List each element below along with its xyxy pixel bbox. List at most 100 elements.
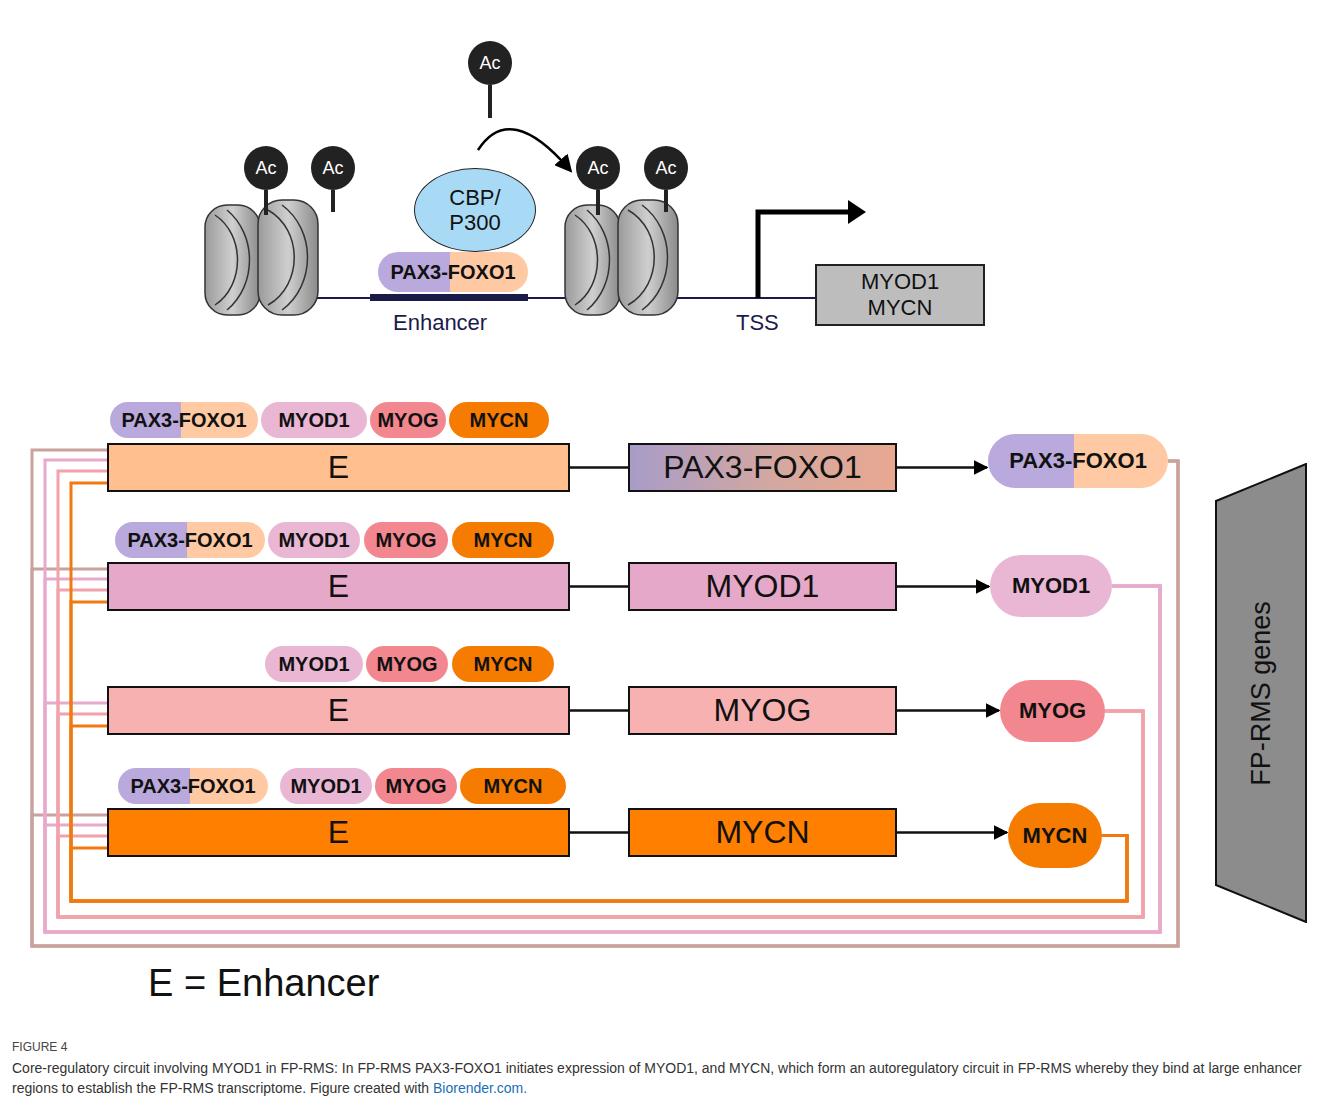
node-text: MYOD1 [278, 653, 349, 676]
link-line [570, 831, 628, 834]
node-text: MYCN [1023, 823, 1088, 849]
enhancer-box: E [107, 808, 570, 857]
protein-pill: MYCN [452, 646, 554, 682]
credit-text: Figure created with [310, 1080, 429, 1096]
enhancer-box: E [107, 686, 570, 735]
caption-block: Core-regulatory circuit involving MYOD1 … [12, 1058, 1312, 1099]
link-line [570, 709, 628, 712]
caption-text: Core-regulatory circuit involving MYOD1 … [12, 1060, 1302, 1096]
node-text: PAX3-FOXO1 [1009, 448, 1147, 474]
acetyl-mark: Ac [311, 146, 355, 190]
node-text: Ac [479, 53, 500, 74]
feedback-line [58, 711, 1143, 917]
protein-pill: MYOG [370, 402, 446, 438]
node-text: MYOD1 [278, 529, 349, 552]
acetyl-mark: Ac [244, 146, 288, 190]
feedback-line [45, 460, 1160, 932]
gene-box: MYOD1 [628, 562, 897, 611]
acetyl-mark: Ac [644, 146, 688, 190]
node-text: Ac [255, 158, 276, 179]
feedback-line [45, 579, 1160, 932]
node-text: MYCN [715, 814, 809, 851]
protein-pill: MYOD1 [261, 402, 367, 438]
node-text: MYOD1 [1012, 573, 1090, 599]
protein-pill: MYCN [449, 402, 549, 438]
expression-arrow [897, 709, 999, 712]
expression-arrow [897, 585, 989, 588]
gene-box: PAX3-FOXO1 [628, 443, 897, 492]
node-text: MYOG [714, 692, 812, 729]
feedback-line [71, 483, 1127, 901]
protein-pill: MYOD1 [280, 768, 372, 804]
node-text: MYOD1 [290, 775, 361, 798]
feedback-line [32, 450, 1178, 946]
feedback-line [58, 590, 1143, 917]
protein-pill: MYCN [452, 522, 554, 558]
protein-pill: MYOD1 [990, 555, 1112, 617]
protein-pill: MYOG [375, 768, 457, 804]
feedback-line [71, 726, 1127, 901]
protein-pill: PAX3-FOXO1 [115, 522, 265, 558]
feedback-line [58, 471, 1143, 917]
acetyl-mark: Ac [576, 146, 620, 190]
node-text: E [328, 568, 349, 605]
enhancer-bar [370, 294, 528, 301]
feedback-line [45, 586, 1160, 932]
figure-number: FIGURE 4 [12, 1040, 67, 1054]
tss-arrow-head [848, 200, 866, 224]
enhancer-box: E [107, 562, 570, 611]
protein-pill: MYOD1 [265, 646, 363, 682]
node-text: MYOD1 MYCN [850, 269, 950, 322]
node-text: MYCN [470, 409, 529, 432]
node-text: PAX3-FOXO1 [127, 529, 252, 552]
node-text: E [328, 814, 349, 851]
feedback-line [58, 711, 1143, 917]
node-text: E [328, 449, 349, 486]
protein-pill: PAX3-FOXO1 [118, 768, 268, 804]
gene-box: MYOD1 MYCN [815, 264, 985, 326]
feedback-line [32, 461, 1178, 946]
node-text: PAX3-FOXO1 [130, 775, 255, 798]
link-line [570, 585, 628, 588]
node-text: FP-RMS genes [1246, 601, 1277, 786]
credit-link: Biorender.com. [433, 1080, 527, 1096]
node-text: Ac [655, 158, 676, 179]
protein-pill: MYOG [364, 522, 448, 558]
node-text: MYOG [377, 409, 438, 432]
feedback-line [45, 586, 1160, 932]
node-text: MYCN [474, 529, 533, 552]
node-text: CBP/ P300 [440, 185, 510, 236]
node-text: PAX3-FOXO1 [390, 261, 515, 284]
node-text: Ac [322, 158, 343, 179]
protein-pill: MYCN [1008, 803, 1102, 868]
feedback-line [32, 461, 1178, 946]
gene-box: MYOG [628, 686, 897, 735]
enhancer-box: E [107, 443, 570, 492]
protein-pill: PAX3-FOXO1 [378, 252, 528, 292]
protein-pill: MYCN [460, 768, 566, 804]
legend-note: E = Enhancer [148, 962, 379, 1005]
node-text: Ac [587, 158, 608, 179]
protein-pill: PAX3-FOXO1 [988, 434, 1168, 488]
region-label: Enhancer [393, 310, 487, 336]
gene-box: MYCN [628, 808, 897, 857]
node-text: MYOG [385, 775, 446, 798]
target-genes-trapezoid: FP-RMS genes [1215, 463, 1307, 923]
node-text: PAX3-FOXO1 [663, 449, 862, 486]
expression-arrow [897, 466, 987, 469]
node-text: PAX3-FOXO1 [121, 409, 246, 432]
node-text: MYOD1 [706, 568, 820, 605]
acetyl-mark: Ac [468, 41, 512, 85]
link-line [570, 466, 628, 469]
feedback-line [71, 602, 1127, 901]
region-label: TSS [736, 310, 779, 336]
node-text: MYOG [375, 529, 436, 552]
node-text: MYCN [474, 653, 533, 676]
coactivator-ellipse: CBP/ P300 [414, 168, 536, 252]
expression-arrow [897, 831, 1007, 834]
node-text: MYOD1 [278, 409, 349, 432]
node-text: MYOG [376, 653, 437, 676]
protein-pill: PAX3-FOXO1 [110, 402, 258, 438]
protein-pill: MYOG [1000, 680, 1105, 742]
node-text: E [328, 692, 349, 729]
